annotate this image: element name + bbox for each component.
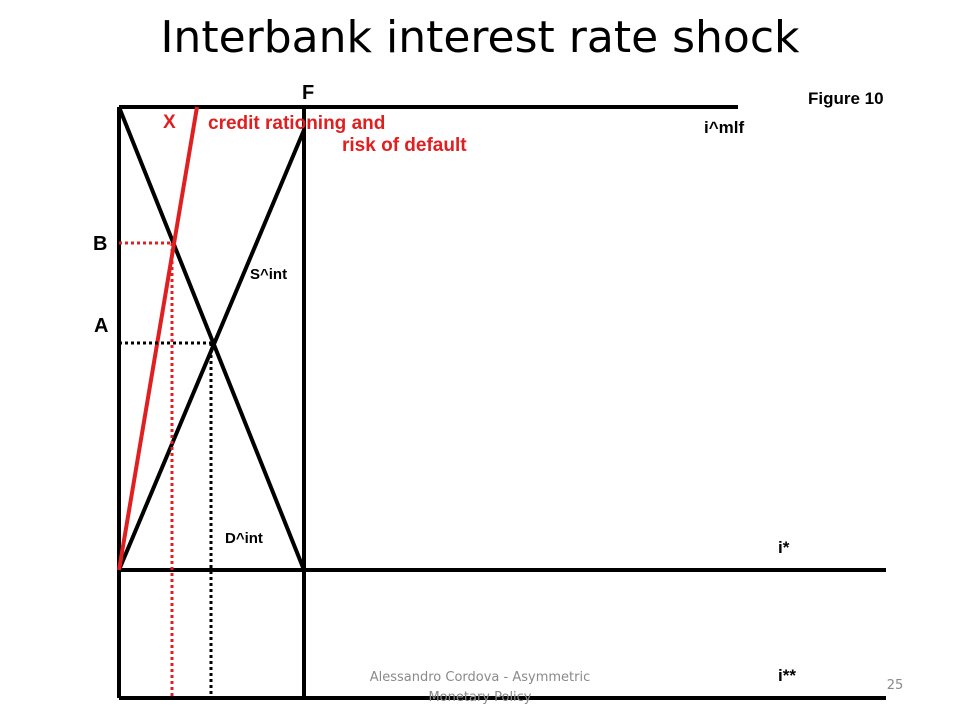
credit-rationing-label-line2: risk of default bbox=[342, 135, 467, 156]
label-s-int: S^int bbox=[250, 266, 287, 283]
slide-title: Interbank interest rate shock bbox=[160, 12, 800, 63]
label-i-mlf: i^mlf bbox=[704, 118, 744, 137]
credit-rationing-label-line1: credit rationing and bbox=[208, 113, 385, 134]
rationed-supply-curve bbox=[117, 106, 199, 571]
label-i-double-star: i** bbox=[778, 666, 796, 685]
demand-curve bbox=[117, 106, 306, 571]
page-number: 25 bbox=[886, 678, 904, 693]
label-i-star: i* bbox=[778, 538, 790, 557]
label-x: X bbox=[163, 112, 176, 133]
label-d-int: D^int bbox=[225, 530, 263, 547]
label-f: F bbox=[302, 82, 314, 104]
label-a: A bbox=[94, 315, 108, 337]
slide-footer: Alessandro Cordova - Asymmetric Monetary… bbox=[369, 670, 591, 705]
label-b: B bbox=[93, 233, 107, 255]
figure-label: Figure 10 bbox=[808, 89, 884, 108]
